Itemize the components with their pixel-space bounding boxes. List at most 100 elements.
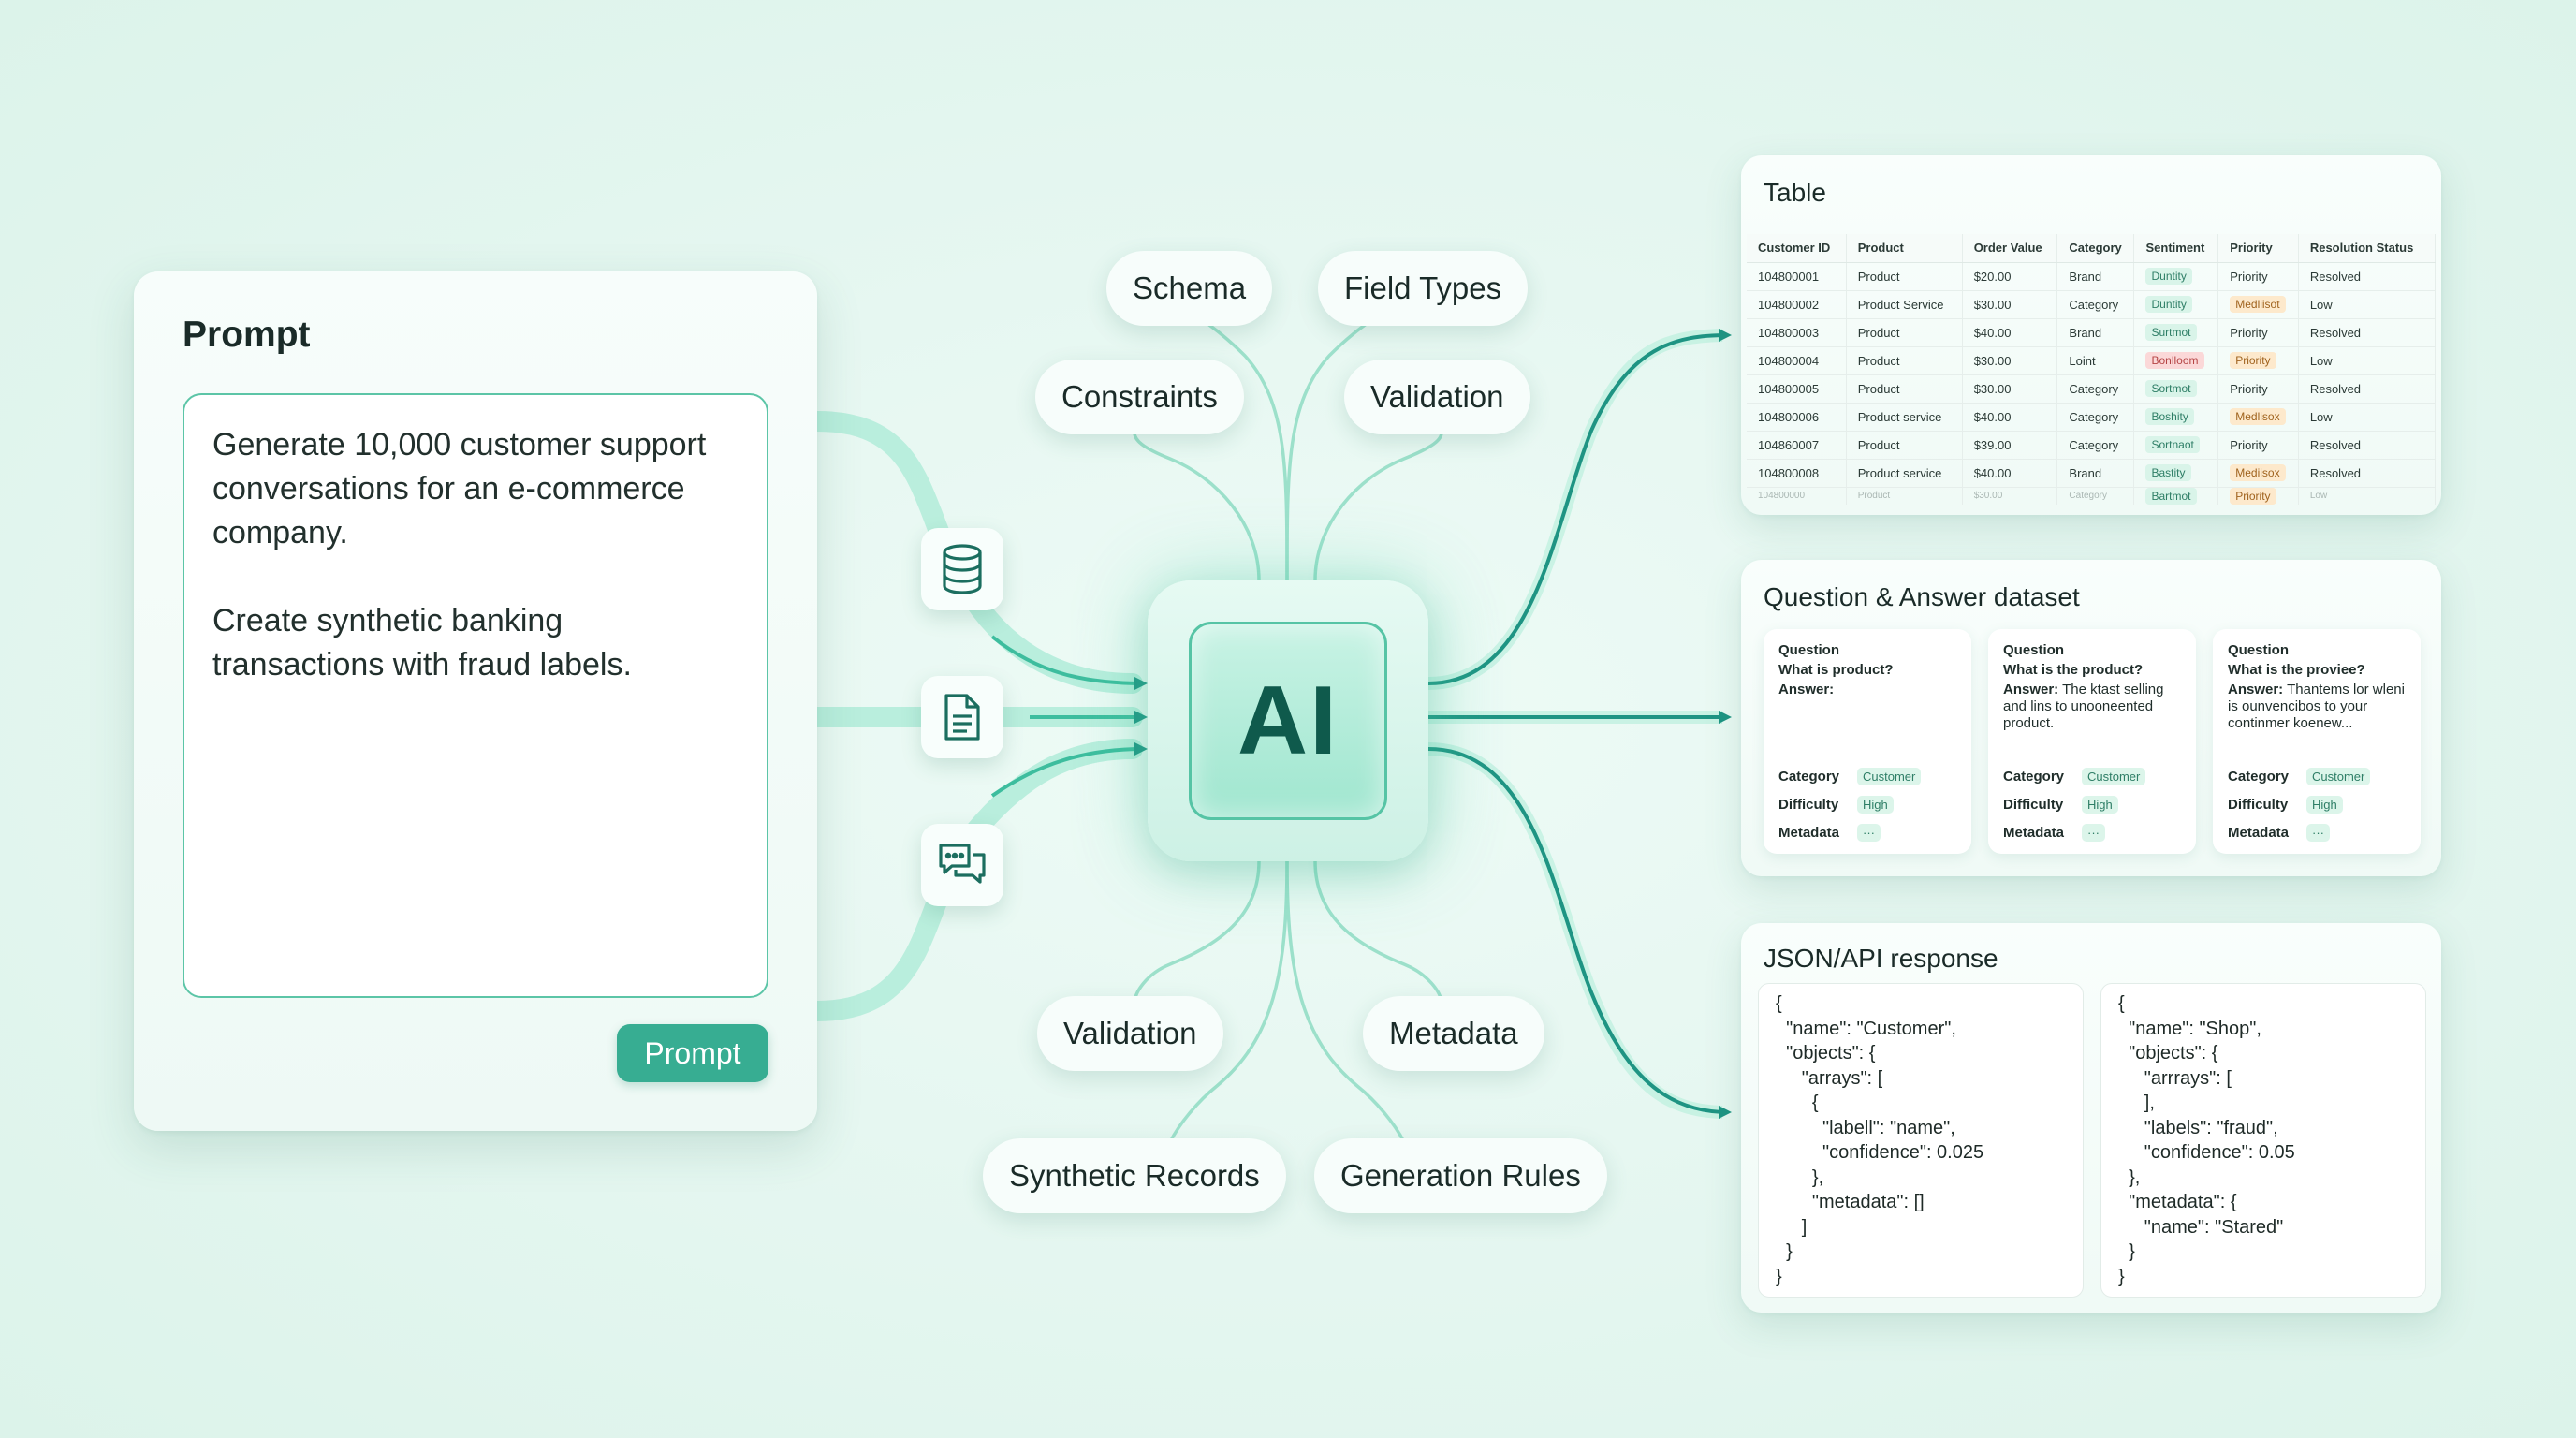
- table-cell: Product: [1846, 262, 1963, 291]
- metadata-row: Metadata···: [1778, 818, 1956, 846]
- json-card-title: JSON/API response: [1764, 944, 1998, 973]
- json-card: JSON/API response { "name": "Customer", …: [1741, 923, 2441, 1313]
- col-category: Category: [2056, 234, 2135, 263]
- ai-chip-label: AI: [1237, 666, 1339, 775]
- answer-block: Answer:: [1778, 682, 1956, 749]
- qa-card-title: Question & Answer dataset: [1764, 582, 2080, 611]
- sentiment-tag: Sortmot: [2145, 380, 2197, 397]
- table-cell: Sortnaot: [2133, 431, 2219, 460]
- pill-connectors: [1133, 307, 1443, 1143]
- output-arrows: [1427, 329, 1732, 1119]
- category-label: Category: [1778, 768, 1840, 785]
- table-cell: Resolved: [2298, 374, 2437, 404]
- table-cell: Surtmot: [2133, 318, 2219, 347]
- col-priority: Priority: [2217, 234, 2299, 263]
- difficulty-tag: High: [2306, 795, 2343, 814]
- col-sentiment: Sentiment: [2133, 234, 2219, 263]
- table-cell: Category: [2056, 403, 2135, 432]
- pill-validation-bottom: Validation: [1037, 996, 1223, 1071]
- category-tag: Customer: [2082, 767, 2146, 785]
- question-text: What is the product?: [2003, 662, 2144, 678]
- table-card: Table Customer ID Product Order Value Ca…: [1741, 155, 2441, 515]
- table-cell: 104860007: [1747, 431, 1847, 460]
- prompt-textarea[interactable]: Generate 10,000 customer support convers…: [183, 393, 768, 998]
- table-cell: Product: [1846, 487, 1963, 505]
- table-cell: Resolved: [2298, 459, 2437, 488]
- table-cell: Boshity: [2133, 403, 2219, 432]
- table-cell: Duntity: [2133, 290, 2219, 319]
- table-cell: $40.00: [1962, 403, 2058, 432]
- table-cell: $30.00: [1962, 374, 2058, 404]
- answer-block: Answer: The ktast selling and lins to un…: [2003, 682, 2181, 749]
- ai-chip-core: AI: [1189, 622, 1387, 820]
- metadata-row: Metadata···: [2003, 818, 2181, 846]
- priority-tag: Priority: [2230, 487, 2276, 505]
- table-cell: $40.00: [1962, 459, 2058, 488]
- pill-synthetic-records: Synthetic Records: [983, 1138, 1286, 1213]
- answer-label: Answer:: [1778, 682, 1835, 697]
- table-cell: Brand: [2056, 459, 2135, 488]
- difficulty-label: Difficulty: [1778, 796, 1839, 813]
- answer-label: Answer:: [2228, 682, 2284, 697]
- prompt-card: Prompt Generate 10,000 customer support …: [134, 271, 817, 1131]
- table-cell: Low: [2298, 487, 2437, 505]
- json-block-2: { "name": "Shop", "objects": { "arrrays"…: [2100, 983, 2426, 1298]
- table-cell: $40.00: [1962, 318, 2058, 347]
- table-cell: 104800005: [1747, 374, 1847, 404]
- table-cell: Product Service: [1846, 290, 1963, 319]
- priority-tag: Priority: [2230, 352, 2276, 369]
- category-tag: Customer: [2306, 767, 2371, 785]
- question-label: Question: [1778, 642, 1840, 658]
- pill-generation-rules: Generation Rules: [1314, 1138, 1607, 1213]
- table-cell: Resolved: [2298, 262, 2437, 291]
- table-cell: Category: [2056, 431, 2135, 460]
- table-cell: Bonlloom: [2133, 346, 2219, 375]
- sentiment-tag: Bartmot: [2145, 487, 2197, 505]
- question-text: What is product?: [1778, 662, 1894, 678]
- chat-icon: [921, 824, 1003, 906]
- table-cell: Resolved: [2298, 431, 2437, 460]
- table-cell: Resolved: [2298, 318, 2437, 347]
- table-cell: Low: [2298, 403, 2437, 432]
- table-cell: Priority: [2217, 374, 2299, 404]
- prompt-submit-button[interactable]: Prompt: [617, 1024, 768, 1082]
- table-cell: Low: [2298, 346, 2437, 375]
- pill-validation-top: Validation: [1344, 360, 1530, 434]
- input-arrows: [990, 635, 1148, 798]
- table-header-row: Customer ID Product Order Value Category…: [1747, 234, 2437, 263]
- table-cell: Product: [1846, 346, 1963, 375]
- table-cell: Priority: [2217, 318, 2299, 347]
- col-product: Product: [1846, 234, 1963, 263]
- data-table: Customer ID Product Order Value Category…: [1747, 234, 2437, 505]
- table-cell: Bartmot: [2133, 487, 2219, 505]
- table-cell: Product: [1846, 374, 1963, 404]
- table-cell: Medliisot: [2217, 290, 2299, 319]
- ai-chip: AI: [1148, 580, 1428, 861]
- table-cell: Priority: [2217, 262, 2299, 291]
- table-cell: 104800000: [1747, 487, 1847, 505]
- prompt-text-1: Generate 10,000 customer support convers…: [212, 427, 707, 550]
- table-cell: 104800004: [1747, 346, 1847, 375]
- answer-block: Answer: Thantems lor wleni is ounvencibo…: [2228, 682, 2406, 749]
- table-cell: $30.00: [1962, 487, 2058, 505]
- table-cell: Brand: [2056, 318, 2135, 347]
- table-cell: Category: [2056, 290, 2135, 319]
- document-icon: [921, 676, 1003, 758]
- category-tag: Customer: [1857, 767, 1922, 785]
- table-cell: Brand: [2056, 262, 2135, 291]
- answer-text: The ktast selling and lins to unooneente…: [2003, 682, 2164, 731]
- difficulty-tag: High: [2082, 795, 2118, 814]
- table-cell: Product service: [1846, 459, 1963, 488]
- answer-label: Answer:: [2003, 682, 2059, 697]
- category-row: Category Customer: [1778, 762, 1956, 790]
- metadata-label: Metadata: [2003, 824, 2065, 841]
- question-text: What is the proviee?: [2228, 662, 2365, 678]
